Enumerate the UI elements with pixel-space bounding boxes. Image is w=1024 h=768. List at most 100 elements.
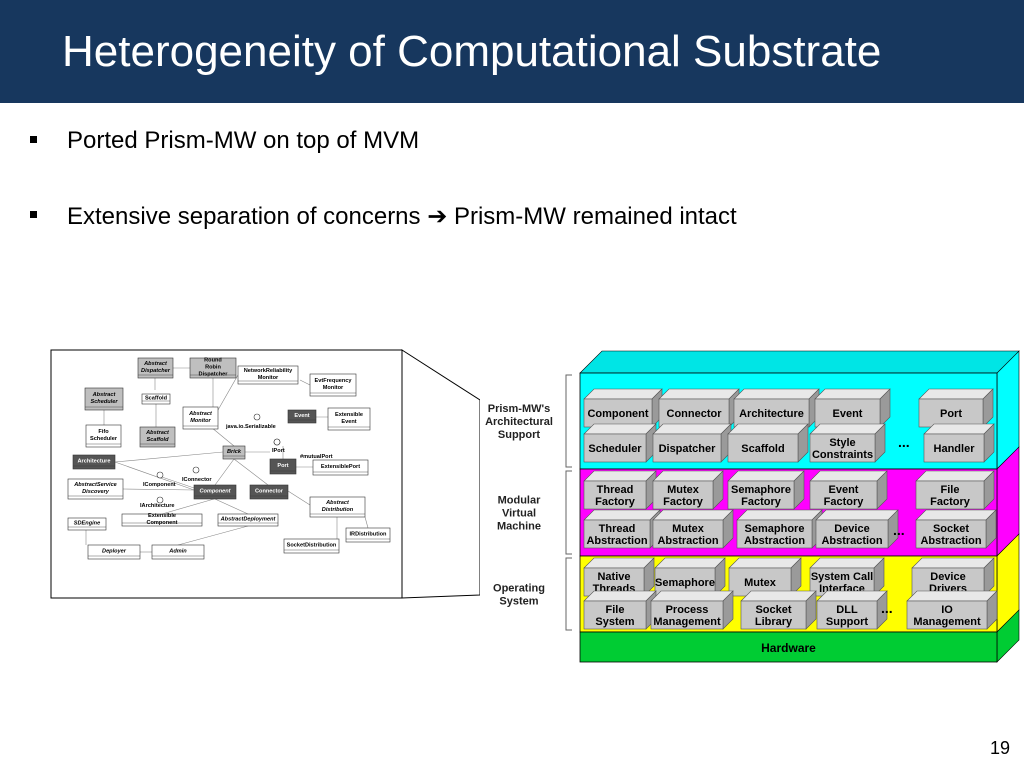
stack-box-label: Scaffold <box>741 443 784 455</box>
stack-diagram: Hardware Prism-MW'sArchitecturalSupportMo… <box>485 350 1020 663</box>
side-label-text: Operating <box>493 583 545 595</box>
stack-box-component: Component <box>583 388 663 428</box>
stack-box-label: Mutex <box>744 577 777 589</box>
side-label-text: Virtual <box>502 508 536 520</box>
side-label-text: System <box>499 596 538 608</box>
stack-box-scheduler: Scheduler <box>583 423 657 463</box>
stack-box-label: Abstraction <box>586 535 647 547</box>
stack-box-label: Event <box>833 408 863 420</box>
uml-class-label: Scheduler <box>90 436 118 442</box>
uml-class-label: IRDistribution <box>350 532 388 538</box>
uml-class-label: Robin <box>205 365 221 371</box>
uml-class-architecture: Architecture <box>72 454 116 470</box>
uml-class-port: Port <box>269 458 297 475</box>
side-label-text: Modular <box>498 495 541 507</box>
uml-interface-icomponent: IComponent <box>143 471 176 488</box>
uml-class-label: Monitor <box>258 375 279 381</box>
stack-box-label: IO <box>941 604 953 616</box>
stack-box-label: Scheduler <box>588 443 642 455</box>
stack-box-label: Event <box>829 484 859 496</box>
uml-interface-label: IPort <box>272 448 285 454</box>
stack-box-label: Port <box>940 408 962 420</box>
stack-top-face <box>579 350 1020 374</box>
uml-class-label: Extensible <box>148 513 176 519</box>
uml-class-label: Dispatcher <box>141 368 171 374</box>
uml-class-label: Scheduler <box>90 399 118 405</box>
bullet-marker <box>30 136 37 143</box>
uml-class-brick: Brick <box>222 445 246 460</box>
stack-box-label: Thread <box>599 523 636 535</box>
uml-class-label: Event <box>294 413 309 419</box>
uml-class-extensibleport: ExtensiblePort <box>312 459 369 476</box>
uml-interface-label: java.io.Serializable <box>225 424 276 430</box>
uml-class-label: Brick <box>227 449 242 455</box>
stack-box-label: Management <box>913 616 981 628</box>
uml-class-label: Component <box>146 520 177 526</box>
uml-class-label: NetworkReliability <box>244 368 293 374</box>
uml-class-abstractdeployment: AbstractDeployment <box>217 513 279 527</box>
stack-box-label: Factory <box>741 496 782 508</box>
hardware-layer: Hardware <box>579 631 998 663</box>
uml-class-label: EvtFrequency <box>315 378 353 384</box>
uml-class-scaffold: Scaffold <box>141 393 171 405</box>
uml-class-label: Event <box>341 419 356 425</box>
stack-box-label: Socket <box>933 523 969 535</box>
uml-class-label: Monitor <box>323 385 344 391</box>
uml-class-label: Scaffold <box>147 437 170 443</box>
stack-box-label: Process <box>666 604 709 616</box>
uml-interface-label: IArchitecture <box>140 503 175 509</box>
stack-box-event: Event <box>814 388 891 428</box>
ellipsis: ... <box>898 434 910 450</box>
uml-class-label: Architecture <box>78 459 111 465</box>
uml-class-label: Port <box>277 463 288 469</box>
slide-title: Heterogeneity of Computational Substrate <box>62 27 882 76</box>
title-bar: Heterogeneity of Computational Substrate <box>0 0 1024 103</box>
stack-box-label: Mutex <box>667 484 700 496</box>
uml-class-label: Discovery <box>82 489 110 495</box>
stack-box-label: Support <box>826 616 868 628</box>
uml-class-label: Connector <box>255 489 284 495</box>
stack-box-label: Semaphore <box>731 484 791 496</box>
stack-box-label: File <box>606 604 625 616</box>
stack-box-label: Semaphore <box>745 523 805 535</box>
stack-box-label: Native <box>597 571 630 583</box>
ellipsis: ... <box>881 600 893 616</box>
uml-class-label: Distribution <box>322 507 354 513</box>
stack-box-label: Factory <box>930 496 971 508</box>
side-label-text: Machine <box>497 521 541 533</box>
stack-box-mutex: Mutex <box>728 557 802 597</box>
uml-class-label: Dispatcher <box>199 372 229 378</box>
uml-class-socketdistribution: SocketDistribution <box>283 538 340 554</box>
stack-box-label: System <box>595 616 634 628</box>
stack-box-label: Dispatcher <box>659 443 717 455</box>
stack-box-semaphore: Semaphore <box>654 557 726 597</box>
stack-box-label: Architecture <box>739 408 804 420</box>
stack-box-label: Abstraction <box>657 535 718 547</box>
stack-box-label: Abstraction <box>821 535 882 547</box>
uml-class-label: ExtensiblePort <box>321 464 360 470</box>
stack-box-label: Constraints <box>812 449 873 461</box>
stack-box-label: Factory <box>595 496 636 508</box>
uml-interface-label: #mutualPort <box>300 454 333 460</box>
stack-box-label: Factory <box>824 496 865 508</box>
stack-box-architecture: Architecture <box>733 388 820 428</box>
side-label-text: Architectural <box>485 416 553 428</box>
